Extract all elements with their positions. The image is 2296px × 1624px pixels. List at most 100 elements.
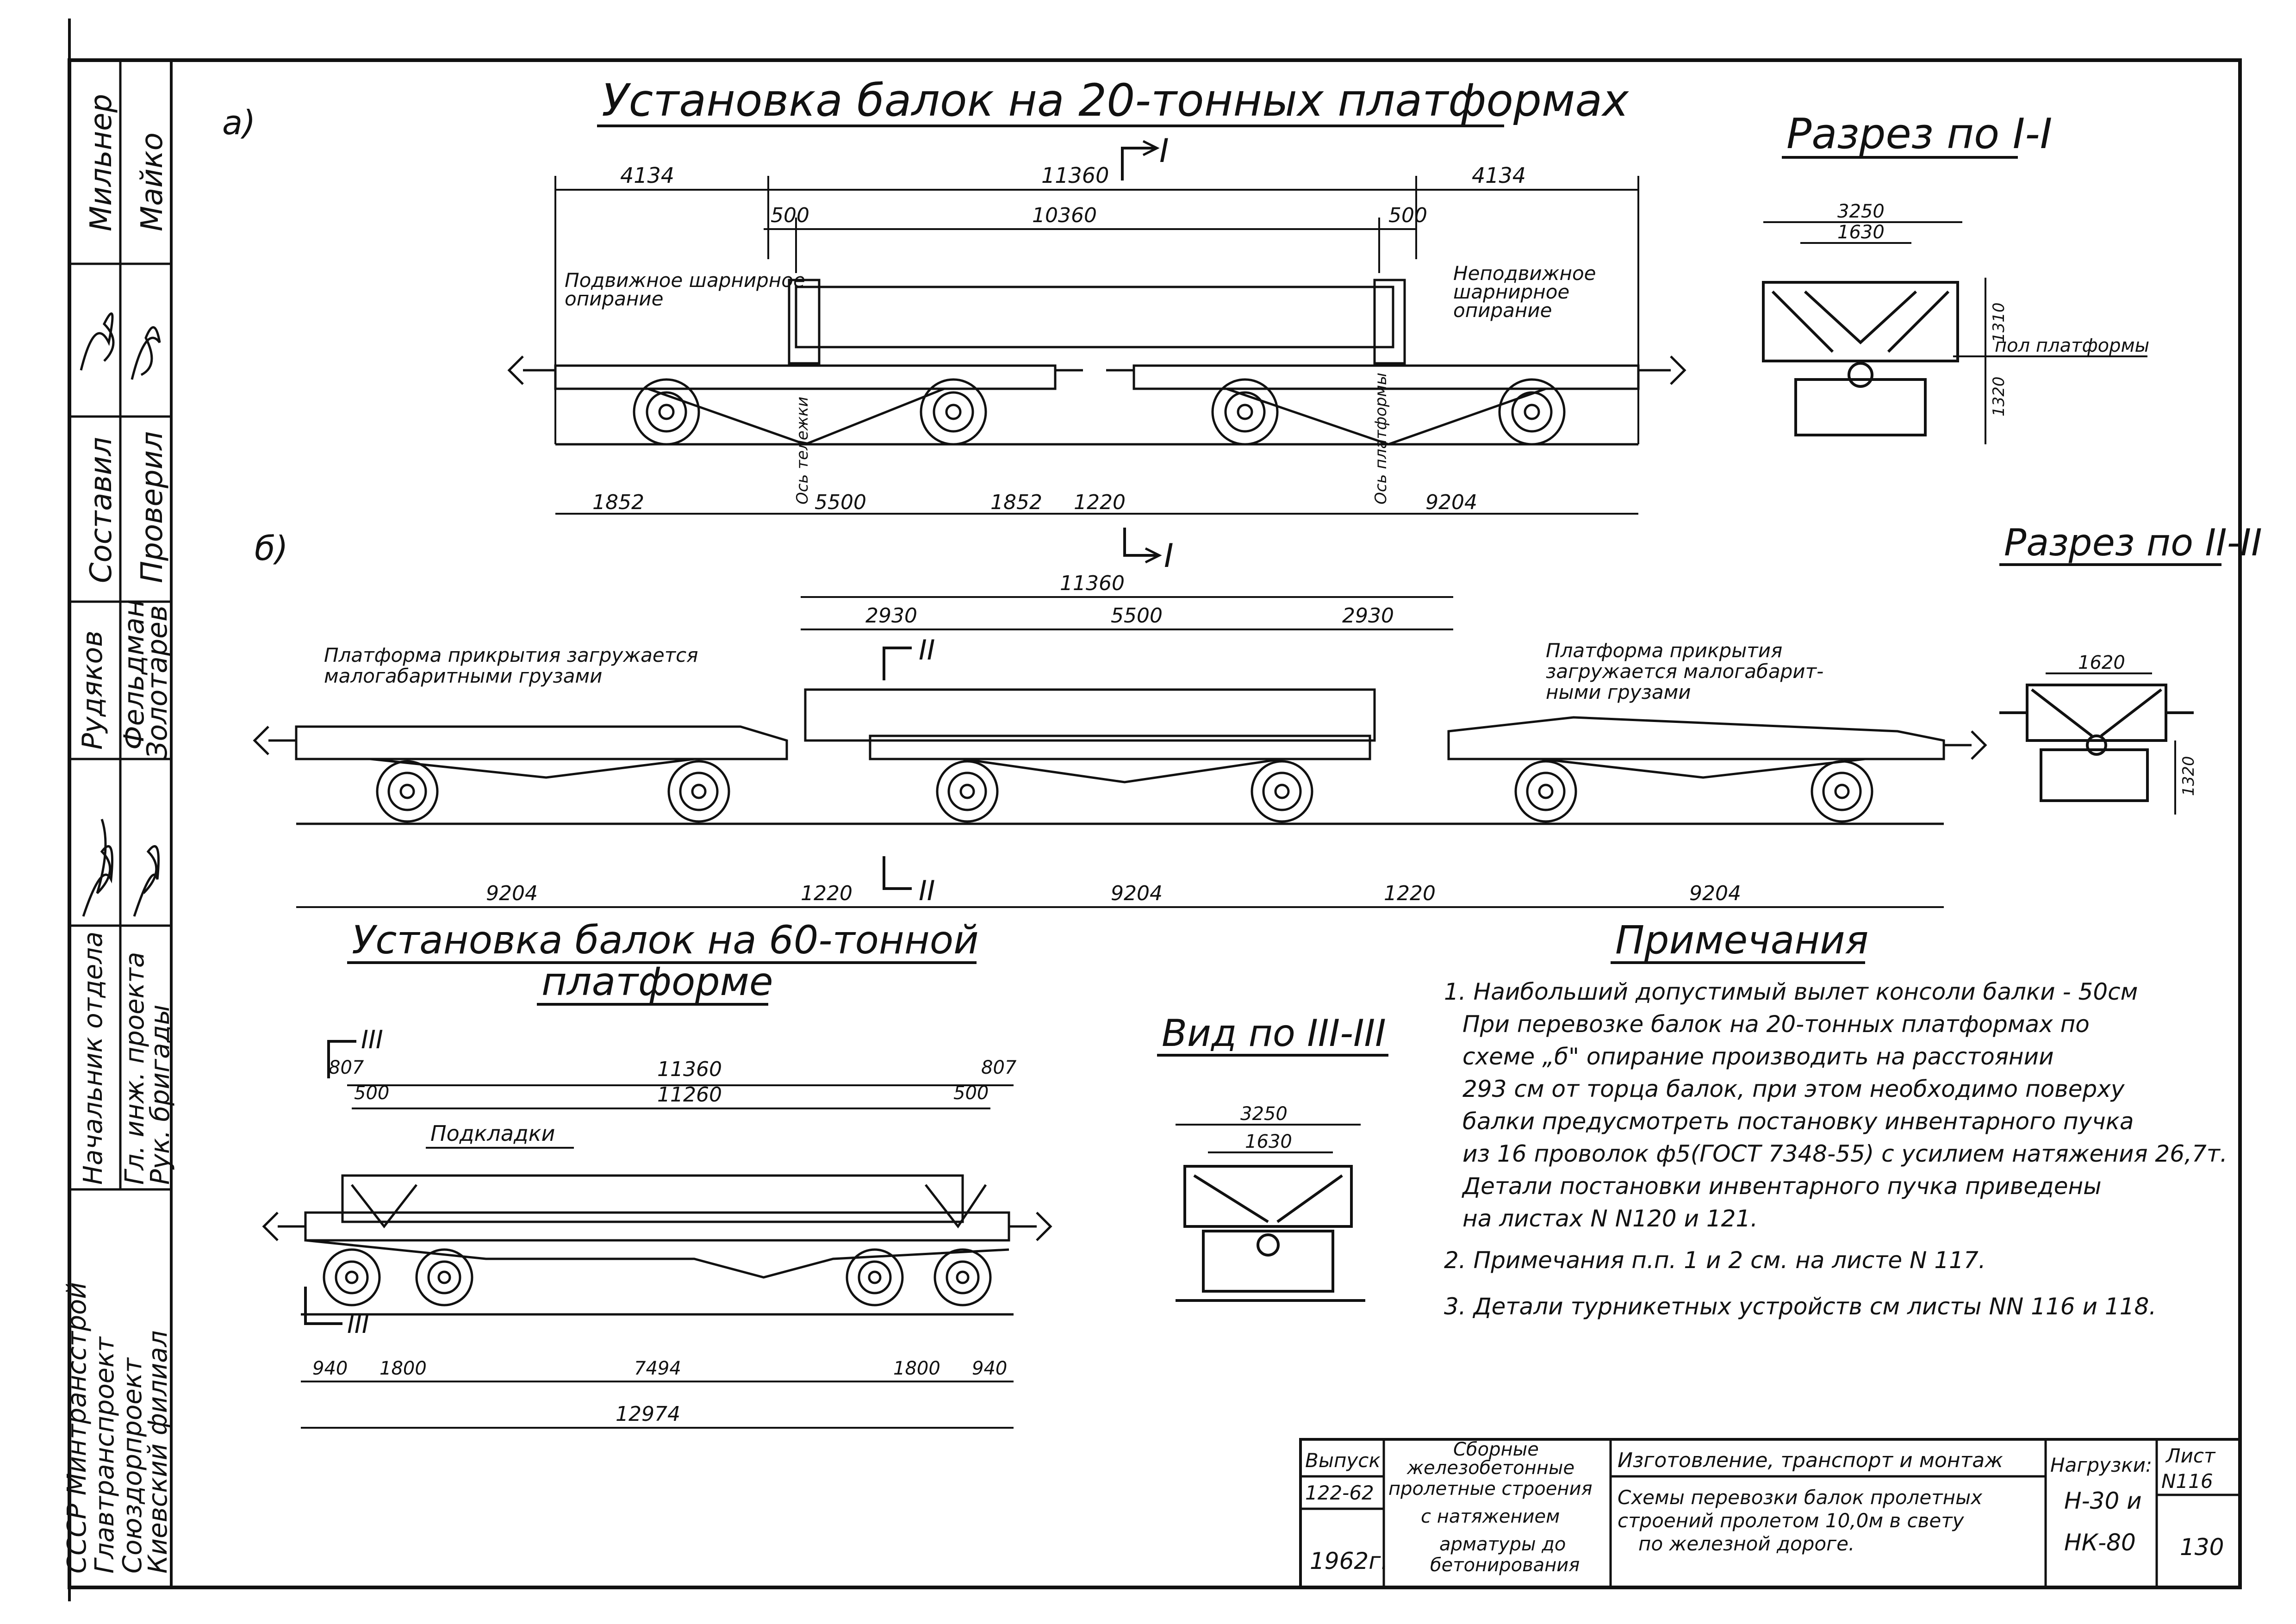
svg-text:130: 130 [2180,1534,2224,1561]
svg-text:I: I [1159,132,1169,170]
stamp-org-4: Киевский филиал [143,1331,173,1574]
svg-text:по железной дороге.: по железной дороге. [1638,1532,1854,1555]
svg-text:1320: 1320 [2179,756,2198,796]
svg-text:схеме „б" опирание производить: схеме „б" опирание производить на рассто… [1462,1043,2054,1070]
svg-text:1800: 1800 [893,1358,940,1379]
svg-text:1310: 1310 [1990,302,2008,342]
section-c-title-2: платформе [541,959,773,1004]
cut-1-title: Разрез по I-I [1786,110,2052,158]
svg-text:3250: 3250 [1240,1103,1288,1125]
svg-text:Н-30 и: Н-30 и [2064,1487,2142,1514]
dim-a-inner-1: 500 [771,204,809,227]
section-b: б) 11360 2930 5500 2930 II II Платформа … [253,529,1987,908]
section-c-title-1: Установка балок на 60-тонной [352,917,979,963]
cut-2-title: Разрез по II-II [2004,521,2262,564]
svg-text:1620: 1620 [2078,652,2125,673]
svg-text:11260: 11260 [657,1083,722,1107]
svg-text:940: 940 [312,1358,348,1379]
stamp-role-1: Начальник отдела [78,932,108,1185]
label-fixed-1: Неподвижное [1453,262,1596,285]
dim-a-bot-5: 9204 [1425,491,1477,514]
axis-left-a: Ось тележки [793,397,812,504]
dim-a-bot-2: 5500 [815,491,866,514]
stamp-name-4: Фельдман [118,599,150,750]
svg-text:2930: 2930 [865,604,917,628]
wheels-c [323,1248,992,1307]
svg-text:807: 807 [981,1057,1017,1078]
section-a: а) Установка балок на 20-тонных платформ… [222,75,1686,575]
svg-text:Платформа прикрытия загружаетс: Платформа прикрытия загружается [324,644,698,666]
svg-text:11360: 11360 [1060,572,1125,595]
svg-text:1800: 1800 [380,1358,427,1379]
wheels-b [376,760,1873,823]
svg-text:12974: 12974 [616,1402,680,1426]
label-pads: Подкладки [430,1121,555,1146]
svg-text:Сборные: Сборные [1453,1439,1539,1460]
stamp-name-1: Мильнер [84,94,118,231]
svg-text:1220: 1220 [1384,882,1436,905]
svg-text:2930: 2930 [1342,604,1394,628]
svg-text:1962г.: 1962г. [1310,1548,1388,1574]
svg-text:на листах N N120 и 121.: на листах N N120 и 121. [1462,1205,1758,1232]
svg-text:НК-80: НК-80 [2064,1529,2136,1556]
dim-a-top-2: 11360 [1041,163,1109,188]
dim-a-bot-4: 1220 [1074,491,1126,514]
label-fixed-3: опирание [1453,299,1552,322]
label-movable-2: опирание [565,287,663,310]
svg-text:пролетные строения: пролетные строения [1388,1478,1593,1500]
dim-a-top-3: 4134 [1472,163,1526,188]
signature-2 [131,326,161,380]
wheels-a [633,378,1566,446]
label-fixed-2: шарнирное [1453,280,1569,303]
view-3-title: Вид по III-III [1162,1012,1386,1055]
notes: Примечания 1. Наибольший допустимый выле… [1444,917,2228,1320]
svg-text:1. Наибольший допустимый вылет: 1. Наибольший допустимый вылет консоли б… [1444,978,2138,1005]
svg-text:Схемы перевозки балок пролетны: Схемы перевозки балок пролетных [1618,1486,1983,1509]
section-a-title: Установка балок на 20-тонных платформах [602,75,1629,126]
stamp-checked: Проверил [135,431,169,583]
svg-text:Выпуск: Выпуск [1305,1449,1381,1472]
platforms-b [253,716,1987,825]
section-mark-III-top: III [327,1025,383,1078]
dim-a-bot-3: 1852 [990,491,1042,514]
svg-text:малогабаритными грузами: малогабаритными грузами [324,665,602,687]
svg-text:Изготовление, транспорт и монт: Изготовление, транспорт и монтаж [1618,1449,2003,1472]
signature-1 [80,312,115,371]
platforms-a [507,355,1686,446]
section-mark-III-bottom: III [304,1287,369,1339]
svg-text:При перевозке балок на 20-тонн: При перевозке балок на 20-тонных платфор… [1462,1011,2090,1038]
svg-text:железобетонные: железобетонные [1406,1457,1574,1479]
signature-4 [133,845,160,917]
notes-title: Примечания [1615,917,1868,963]
view-3: Вид по III-III 3250 1630 [1157,1012,1388,1302]
beam-a [795,286,1394,348]
stamp-org-1: СССР Минтрансстрой [62,1282,92,1574]
svg-text:строений пролетом 10,0м в свет: строений пролетом 10,0м в свету [1618,1509,1965,1532]
svg-text:бетонирования: бетонирования [1430,1555,1580,1576]
stamp-org-3: Союздорпроект [118,1357,148,1574]
svg-text:II: II [919,634,935,666]
svg-text:балки предусмотреть постановку: балки предусмотреть постановку инвентарн… [1462,1108,2134,1135]
svg-text:1630: 1630 [1837,222,1885,243]
svg-text:загружается малогабарит-: загружается малогабарит- [1546,660,1823,683]
section-mark-I-top: I [1121,132,1169,180]
svg-text:9204: 9204 [1111,882,1163,905]
beam-b [804,688,1376,742]
dim-a-bot-1: 1852 [592,491,644,514]
svg-text:9204: 9204 [1689,882,1741,905]
svg-text:арматуры до: арматуры до [1439,1534,1566,1555]
svg-text:3250: 3250 [1837,201,1885,222]
svg-text:I: I [1164,537,1174,575]
svg-text:5500: 5500 [1111,604,1163,628]
svg-text:Платформа прикрытия: Платформа прикрытия [1546,639,1782,662]
stamp-name-2: Майко [135,132,169,231]
svg-text:940: 940 [972,1358,1007,1379]
svg-text:N116: N116 [2161,1470,2213,1493]
svg-text:7494: 7494 [634,1358,681,1379]
svg-text:с натяжением: с натяжением [1421,1506,1560,1527]
svg-text:Нагрузки:: Нагрузки: [2050,1454,2152,1476]
svg-text:1320: 1320 [1990,376,2008,417]
stamp-name-3: Рудяков [76,630,109,750]
section-mark-I-bottom: I [1123,528,1174,575]
